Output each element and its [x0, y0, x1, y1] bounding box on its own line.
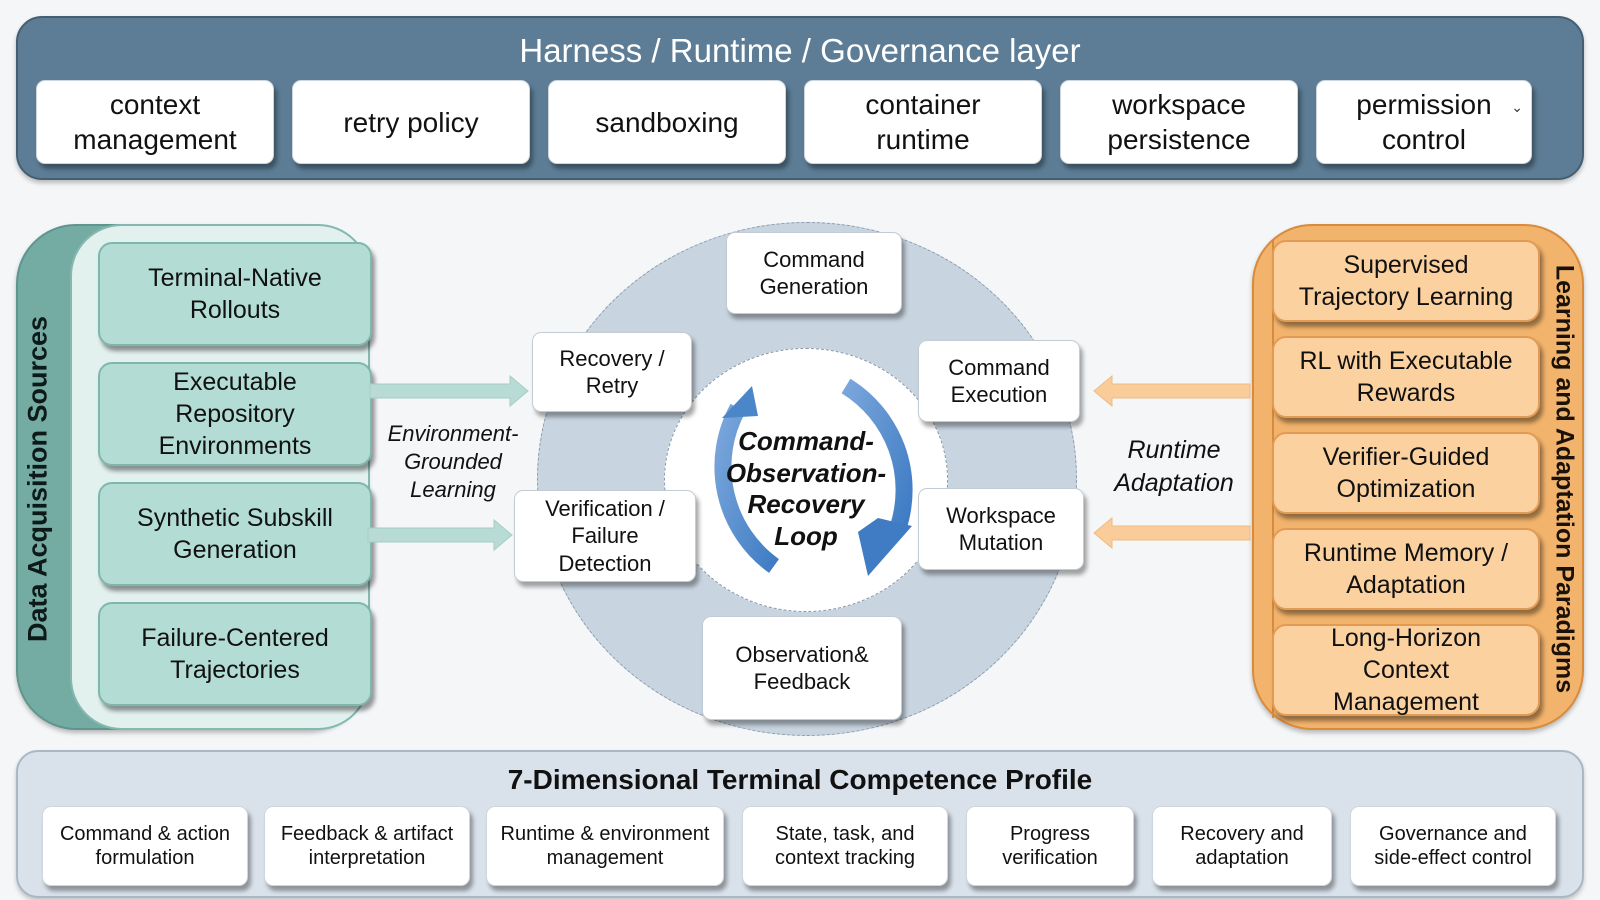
loop-title: Command- Observation- Recovery Loop: [700, 426, 912, 553]
governance-item-context-management: context management: [36, 80, 274, 164]
step-command-generation: Command Generation: [726, 232, 902, 314]
connector-left-arrow-lower: [367, 518, 513, 552]
step-label: Command Generation: [759, 246, 869, 300]
environment-grounded-learning-label: Environment- Grounded Learning: [368, 420, 538, 504]
step-label: Observation& Feedback: [735, 641, 869, 695]
data-source-label: Executable Repository Environments: [158, 368, 312, 460]
data-source-executable-repository: Executable Repository Environments: [98, 362, 372, 466]
governance-item-label: workspace persistence: [1107, 89, 1251, 155]
profile-dimension-command-action: Command & action formulation: [42, 806, 248, 886]
data-source-label: Failure-Centered Trajectories: [141, 624, 329, 684]
step-label: Command Execution: [948, 354, 1050, 408]
profile-dimension-label: Command & action formulation: [59, 822, 231, 869]
governance-item-label: permission control: [1356, 89, 1492, 155]
connector-right-arrow-upper: [1093, 374, 1251, 408]
loop-arrow-left-head: [722, 386, 758, 418]
governance-item-label: container runtime: [865, 89, 981, 155]
step-command-execution: Command Execution: [918, 340, 1080, 422]
data-source-label: Synthetic Subskill Generation: [137, 504, 333, 564]
step-label: Verification / Failure Detection: [545, 495, 665, 576]
step-workspace-mutation: Workspace Mutation: [918, 488, 1084, 570]
data-source-terminal-native-rollouts: Terminal-Native Rollouts: [98, 242, 372, 346]
learning-item-runtime-memory: Runtime Memory / Adaptation: [1272, 528, 1540, 610]
data-source-label: Terminal-Native Rollouts: [148, 264, 322, 324]
learning-item-supervised: Supervised Trajectory Learning: [1272, 240, 1540, 322]
governance-item-sandboxing: sandboxing: [548, 80, 786, 164]
learning-item-label: Supervised Trajectory Learning: [1298, 251, 1514, 311]
step-observation-feedback: Observation& Feedback: [702, 616, 902, 720]
learning-item-rl-executable-rewards: RL with Executable Rewards: [1272, 336, 1540, 418]
loop-arrow-left: [714, 403, 780, 573]
loop-arrow-right-head: [858, 518, 912, 576]
runtime-adaptation-text: Runtime Adaptation: [1114, 436, 1234, 497]
environment-grounded-learning-text: Environment- Grounded Learning: [387, 421, 519, 503]
step-label: Recovery / Retry: [559, 345, 665, 399]
learning-item-label: Runtime Memory / Adaptation: [1303, 539, 1509, 599]
governance-layer: Harness / Runtime / Governance layer con…: [16, 16, 1584, 180]
governance-title: Harness / Runtime / Governance layer: [519, 32, 1081, 69]
profile-dimension-label: Governance and side-effect control: [1374, 822, 1532, 869]
learning-item-verifier-guided: Verifier-Guided Optimization: [1272, 432, 1540, 514]
governance-item-label: retry policy: [343, 106, 479, 138]
profile-dimension-feedback-artifact: Feedback & artifact interpretation: [264, 806, 470, 886]
governance-item-label: context management: [73, 89, 237, 155]
data-source-synthetic-subskill: Synthetic Subskill Generation: [98, 482, 372, 586]
learning-item-label: RL with Executable Rewards: [1299, 347, 1513, 407]
competence-profile-title: 7-Dimensional Terminal Competence Profil…: [507, 764, 1093, 795]
governance-item-label: sandboxing: [595, 106, 739, 138]
profile-dimension-state-task-context: State, task, and context tracking: [742, 806, 948, 886]
step-recovery-retry: Recovery / Retry: [532, 332, 692, 412]
learning-item-label: Verifier-Guided Optimization: [1322, 443, 1490, 503]
profile-dimension-progress-verification: Progress verification: [966, 806, 1134, 886]
profile-dimension-label: Recovery and adaptation: [1180, 822, 1304, 869]
profile-dimension-governance-side-effect: Governance and side-effect control: [1350, 806, 1556, 886]
step-label: Workspace Mutation: [946, 502, 1056, 556]
runtime-adaptation-label: Runtime Adaptation: [1104, 434, 1244, 499]
profile-dimension-label: Runtime & environment management: [500, 822, 710, 869]
loop-arrow-right: [841, 378, 913, 531]
governance-item-permission-control: permission control ⌄: [1316, 80, 1532, 164]
competence-profile: 7-Dimensional Terminal Competence Profil…: [16, 750, 1584, 898]
profile-dimension-label: State, task, and context tracking: [774, 822, 916, 869]
data-source-failure-centered: Failure-Centered Trajectories: [98, 602, 372, 706]
governance-item-workspace-persistence: workspace persistence: [1060, 80, 1298, 164]
connector-right-arrow-lower: [1093, 516, 1251, 550]
profile-dimension-runtime-environment: Runtime & environment management: [486, 806, 724, 886]
loop-title-text: Command- Observation- Recovery Loop: [725, 426, 887, 552]
learning-item-label: Long-Horizon Context Management: [1330, 624, 1482, 716]
profile-dimension-label: Progress verification: [1002, 822, 1098, 869]
connector-left-arrow-upper: [369, 374, 529, 408]
learning-paradigms-panel: Learning and Adaptation Paradigms Superv…: [1252, 224, 1584, 730]
governance-item-retry-policy: retry policy: [292, 80, 530, 164]
chevron-down-icon: ⌄: [1511, 99, 1523, 115]
learning-item-long-horizon: Long-Horizon Context Management: [1272, 624, 1540, 716]
governance-item-container-runtime: container runtime: [804, 80, 1042, 164]
profile-dimension-label: Feedback & artifact interpretation: [280, 822, 454, 869]
data-acquisition-panel: Data Acquisition Sources Terminal-Native…: [16, 224, 372, 730]
step-verification-failure-detection: Verification / Failure Detection: [514, 490, 696, 582]
profile-dimension-recovery-adaptation: Recovery and adaptation: [1152, 806, 1332, 886]
